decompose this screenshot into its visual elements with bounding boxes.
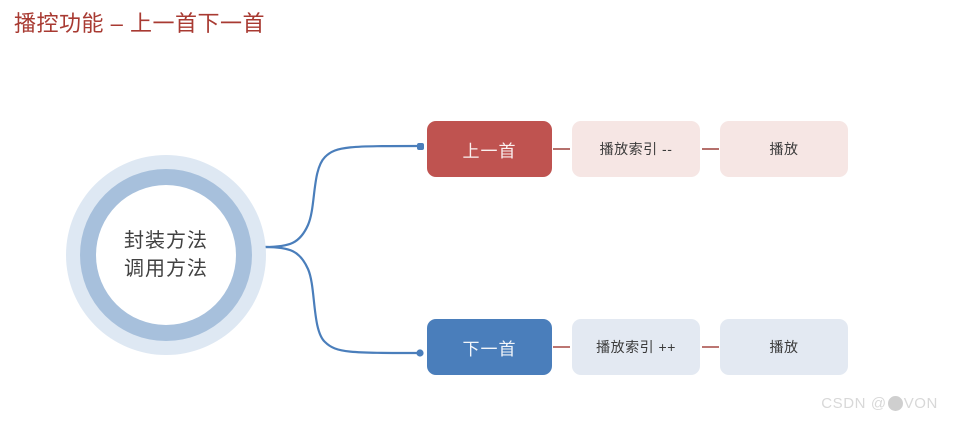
node-previous-step-play[interactable]: 播放 (720, 121, 848, 177)
hub-label-line1: 封装方法 (124, 230, 208, 252)
node-next-step-play[interactable]: 播放 (720, 319, 848, 375)
connector-path-previous (263, 144, 422, 249)
hub-core: 封装方法 调用方法 (96, 185, 236, 325)
node-next-track[interactable]: 下一首 (427, 319, 552, 375)
watermark: CSDN @ VON (821, 395, 938, 412)
watermark-prefix: CSDN @ (821, 395, 887, 412)
page-title: 播控功能 – 上一首下一首 (14, 11, 265, 36)
connector-path-next (263, 245, 422, 355)
watermark-blob-icon (887, 396, 903, 411)
watermark-suffix: VON (903, 395, 938, 412)
node-previous-step-index[interactable]: 播放索引 -- (572, 121, 700, 177)
dash-previous-2 (702, 148, 719, 150)
connector-endpoint-next (416, 349, 424, 357)
dash-next-2 (702, 346, 719, 348)
node-next-step-index[interactable]: 播放索引 ++ (572, 319, 700, 375)
hub-circle[interactable]: 封装方法 调用方法 (66, 155, 266, 355)
node-previous-track[interactable]: 上一首 (427, 121, 552, 177)
dash-previous-1 (553, 148, 570, 150)
hub-label-line2: 调用方法 (124, 258, 208, 280)
connector-endpoint-previous (417, 143, 424, 150)
dash-next-1 (553, 346, 570, 348)
